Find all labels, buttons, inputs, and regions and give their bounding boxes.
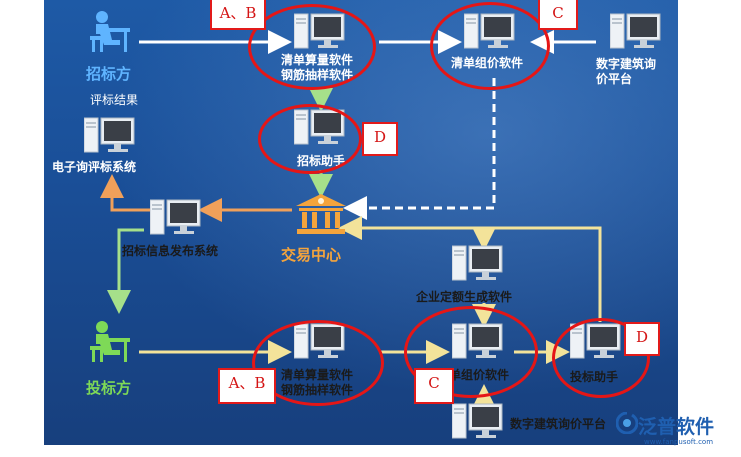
arrow-zbxx-to-dianzi xyxy=(100,174,154,212)
highlight-ring xyxy=(258,104,362,174)
highlight-ring xyxy=(248,4,376,90)
computer-icon xyxy=(452,403,503,439)
tag-d-mid: D xyxy=(362,122,398,156)
arrow-zbxx-to-tbf xyxy=(107,228,144,314)
label-pingbiaojieguo: 评标结果 xyxy=(90,93,139,107)
logo-name: 泛普软件 xyxy=(638,416,715,438)
label-szjz-top-2: 价平台 xyxy=(596,72,633,86)
person-at-desk-icon xyxy=(90,11,130,52)
label-zbxx: 招标信息发布系统 xyxy=(122,244,219,258)
highlight-ring xyxy=(404,306,538,398)
computer-icon xyxy=(84,117,135,153)
bank-building-icon xyxy=(296,194,346,234)
tag-ab-bot: A、B xyxy=(218,368,276,404)
highlight-ring xyxy=(430,2,550,90)
label-qydemei: 企业定额生成软件 xyxy=(416,290,513,304)
tag-d-bot: D xyxy=(624,322,660,356)
label-szjz-top-1: 数字建筑询 xyxy=(596,57,657,71)
label-szjz-bot: 数字建筑询价平台 xyxy=(510,417,607,431)
label-zhaobiaofang: 招标方 xyxy=(86,65,132,83)
computer-icon xyxy=(150,199,201,235)
arrow-qdzj-to-jyzx xyxy=(343,78,496,220)
person-at-desk-icon xyxy=(90,321,130,362)
tag-c-bot: C xyxy=(414,368,454,404)
fanpu-logo: 泛普软件 www.fanpusoft.com xyxy=(616,410,741,450)
computer-icon xyxy=(610,13,661,49)
highlight-ring xyxy=(252,320,384,406)
fanpu-logo-icon xyxy=(616,412,638,434)
label-toubiaofang: 投标方 xyxy=(86,379,132,397)
label-dianzi: 电子询评标系统 xyxy=(52,160,137,174)
logo-url: www.fanpusoft.com xyxy=(644,438,714,446)
tag-ab-top: A、B xyxy=(210,0,266,30)
arrow-tbzs-to-jyzx xyxy=(338,216,602,322)
tag-c-top: C xyxy=(538,0,578,30)
computer-icon xyxy=(452,245,503,281)
label-jyzx: 交易中心 xyxy=(281,246,342,264)
workflow-diagram: 招标方 评标结果 电子询评标系统 招标信息发布系统 清单算量软件 钢筋抽样软件 … xyxy=(44,0,678,445)
